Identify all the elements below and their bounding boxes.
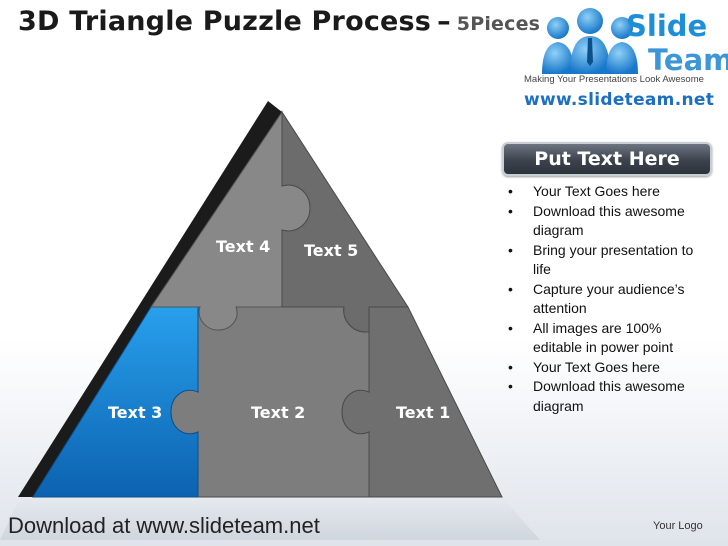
bullet-dot-icon: • (508, 280, 513, 297)
title-main: 3D Triangle Puzzle Process (18, 6, 432, 37)
your-logo-placeholder: Your Logo (653, 520, 703, 532)
piece-label-5: Text 5 (304, 241, 358, 260)
piece-label-1: Text 1 (396, 403, 450, 422)
panel-header: Put Text Here (502, 142, 712, 176)
puzzle-piece-5 (281, 110, 409, 333)
bullet-dot-icon: • (508, 358, 513, 375)
puzzle-piece-3 (32, 306, 199, 498)
text-panel: Put Text Here •Your Text Goes here •Down… (502, 142, 712, 416)
piece-label-4: Text 4 (216, 237, 270, 256)
slideteam-logo: Slide Team Making Your Presentations Loo… (520, 4, 728, 114)
bullet-item: •Bring your presentation to life (508, 241, 694, 278)
logo-url: www.slideteam.net (524, 90, 715, 110)
bullet-item: •Your Text Goes here (502, 182, 712, 202)
title-sub: 5Pieces (456, 13, 541, 35)
bullet-item: •All images are 100% editable in power p… (508, 319, 674, 356)
bullet-item: •Download this awesome diagram (508, 378, 685, 414)
logo-word-slide: Slide (626, 9, 708, 43)
people-icon (542, 8, 638, 74)
slide-title: 3D Triangle Puzzle Process–5Pieces (18, 6, 540, 37)
bullet-item: •Download this awesome diagram (508, 202, 685, 239)
bullet-dot-icon: • (508, 378, 513, 394)
triangle-edge (18, 101, 282, 497)
bullet-item: •Your Text Goes here (502, 358, 712, 378)
bullet-dot-icon: • (508, 183, 513, 199)
logo-tagline: Making Your Presentations Look Awesome (524, 74, 704, 85)
piece-label-2: Text 2 (251, 403, 305, 422)
bullet-dot-icon: • (508, 241, 513, 258)
floor-reflection (0, 497, 540, 540)
piece-label-3: Text 3 (108, 403, 162, 422)
logo-word-team: Team (648, 43, 728, 77)
bullet-dot-icon: • (508, 319, 513, 336)
title-dash: – (437, 6, 451, 37)
bullet-dot-icon: • (508, 202, 513, 219)
bullet-item: •Capture your audience’s attention (508, 280, 685, 317)
bullet-list: •Your Text Goes here •Download this awes… (502, 182, 712, 416)
puzzle-piece-2 (170, 306, 370, 498)
download-link[interactable]: Download at www.slideteam.net (8, 513, 320, 538)
